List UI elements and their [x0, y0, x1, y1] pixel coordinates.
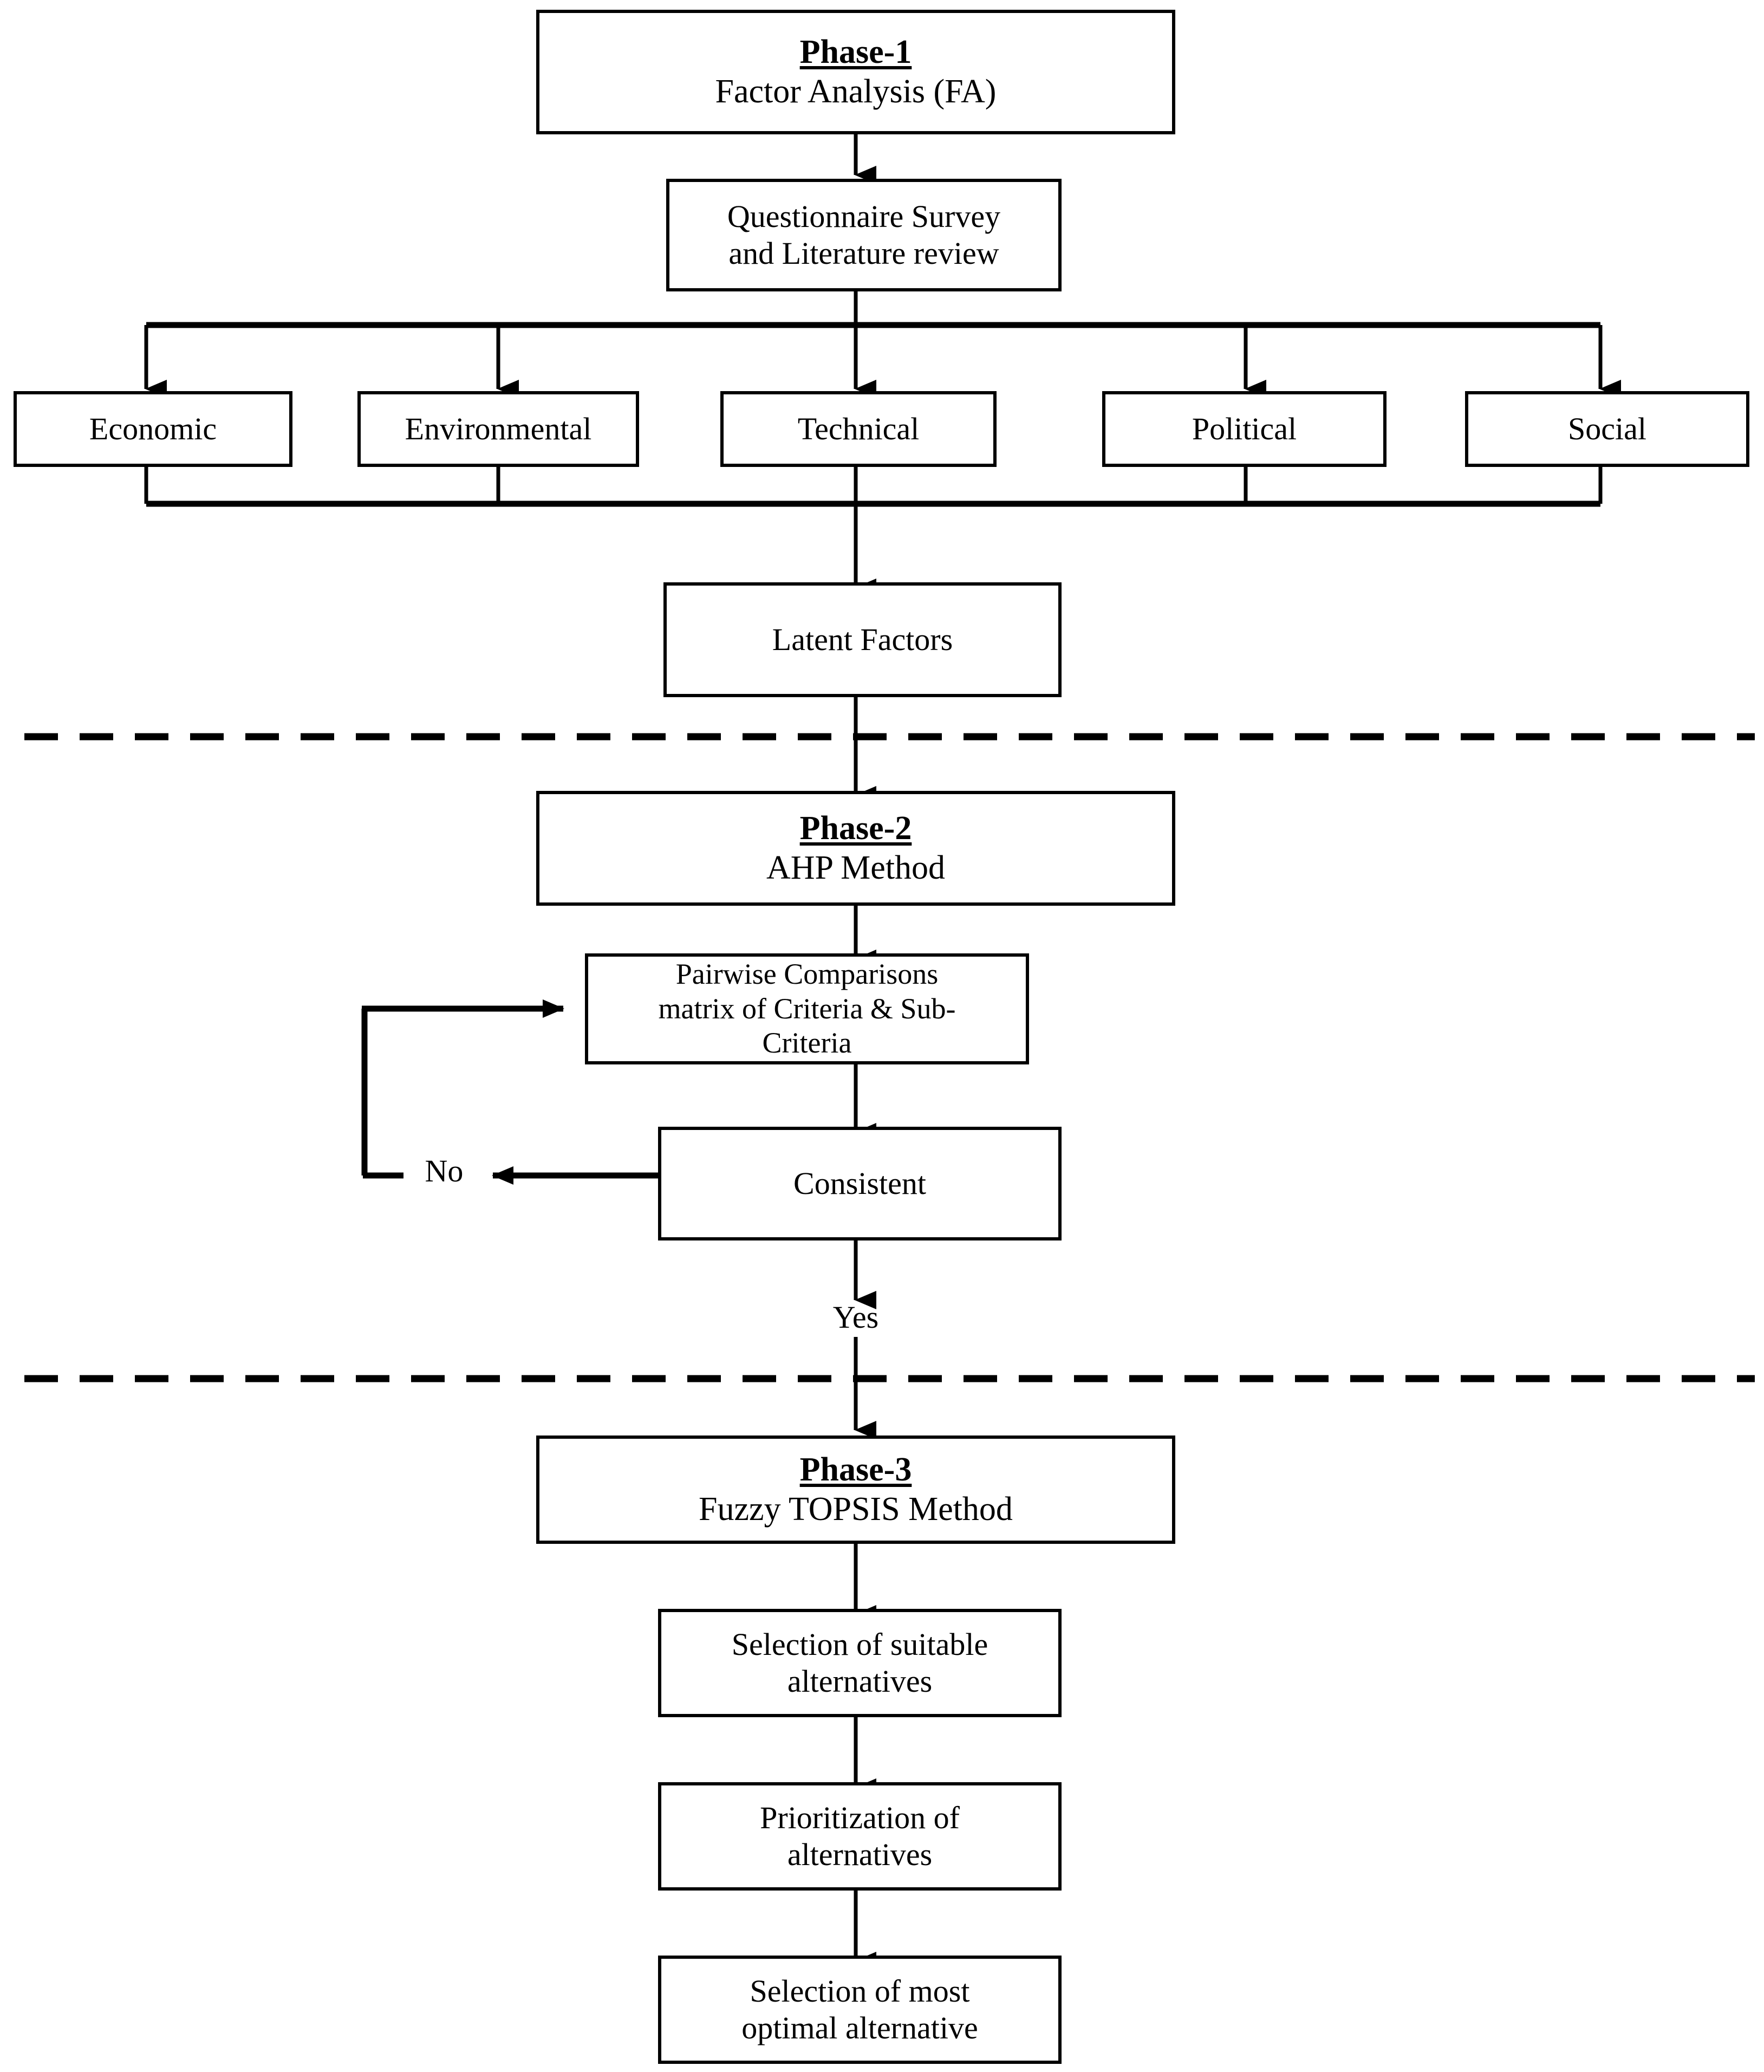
latent-factors-label: Latent Factors [772, 621, 953, 657]
survey-line-1: Questionnaire Survey [727, 198, 1001, 234]
phase1-subtitle: Factor Analysis (FA) [715, 73, 997, 110]
criteria-box-technical[interactable]: Technical [720, 391, 997, 467]
pairwise-comparisons-box[interactable]: Pairwise Comparisons matrix of Criteria … [585, 953, 1029, 1064]
criteria-label: Political [1192, 411, 1297, 446]
phase1-header-box[interactable]: Phase-1 Factor Analysis (FA) [536, 10, 1175, 134]
criteria-box-political[interactable]: Political [1102, 391, 1387, 467]
pairwise-line-3: Criteria [762, 1027, 852, 1060]
edge-label-no: No [425, 1153, 464, 1188]
step-line-1: Selection of most [750, 1973, 970, 2009]
phase3-step-most-optimal[interactable]: Selection of most optimal alternative [658, 1956, 1062, 2064]
criteria-label: Environmental [405, 411, 592, 446]
phase2-title: Phase-2 [799, 809, 912, 847]
edge-label-yes: Yes [832, 1300, 879, 1335]
phase3-header-box[interactable]: Phase-3 Fuzzy TOPSIS Method [536, 1436, 1175, 1544]
connector-no-feedback-loop [361, 999, 564, 1179]
pairwise-line-1: Pairwise Comparisons [675, 957, 939, 990]
criteria-box-social[interactable]: Social [1465, 391, 1749, 467]
phase3-title: Phase-3 [799, 1451, 912, 1488]
criteria-box-economic[interactable]: Economic [14, 391, 292, 467]
criteria-label: Technical [797, 411, 920, 446]
survey-line-2: and Literature review [728, 236, 999, 271]
step-line-2: alternatives [787, 1664, 933, 1699]
step-line-2: alternatives [787, 1837, 933, 1872]
step-line-2: optimal alternative [741, 2010, 978, 2045]
pairwise-line-2: matrix of Criteria & Sub- [658, 992, 956, 1025]
phase2-subtitle: AHP Method [766, 849, 946, 886]
phase2-header-box[interactable]: Phase-2 AHP Method [536, 791, 1175, 906]
phase3-subtitle: Fuzzy TOPSIS Method [699, 1491, 1013, 1528]
connector-criteria-to-merge-bus [144, 466, 1603, 507]
connector-survey-to-bus [146, 291, 1600, 328]
criteria-box-environmental[interactable]: Environmental [357, 391, 639, 467]
phase3-step-selection-suitable[interactable]: Selection of suitable alternatives [658, 1609, 1062, 1717]
criteria-label: Social [1568, 411, 1646, 446]
phase3-step-prioritization[interactable]: Prioritization of alternatives [658, 1782, 1062, 1891]
consistent-decision-box[interactable]: Consistent [658, 1127, 1062, 1240]
step-line-1: Selection of suitable [731, 1626, 988, 1662]
phase1-title: Phase-1 [799, 33, 912, 70]
step-line-1: Prioritization of [760, 1800, 960, 1835]
latent-factors-box[interactable]: Latent Factors [663, 582, 1062, 697]
questionnaire-survey-box[interactable]: Questionnaire Survey and Literature revi… [666, 179, 1062, 291]
consistent-label: Consistent [793, 1165, 926, 1201]
criteria-label: Economic [89, 411, 217, 446]
